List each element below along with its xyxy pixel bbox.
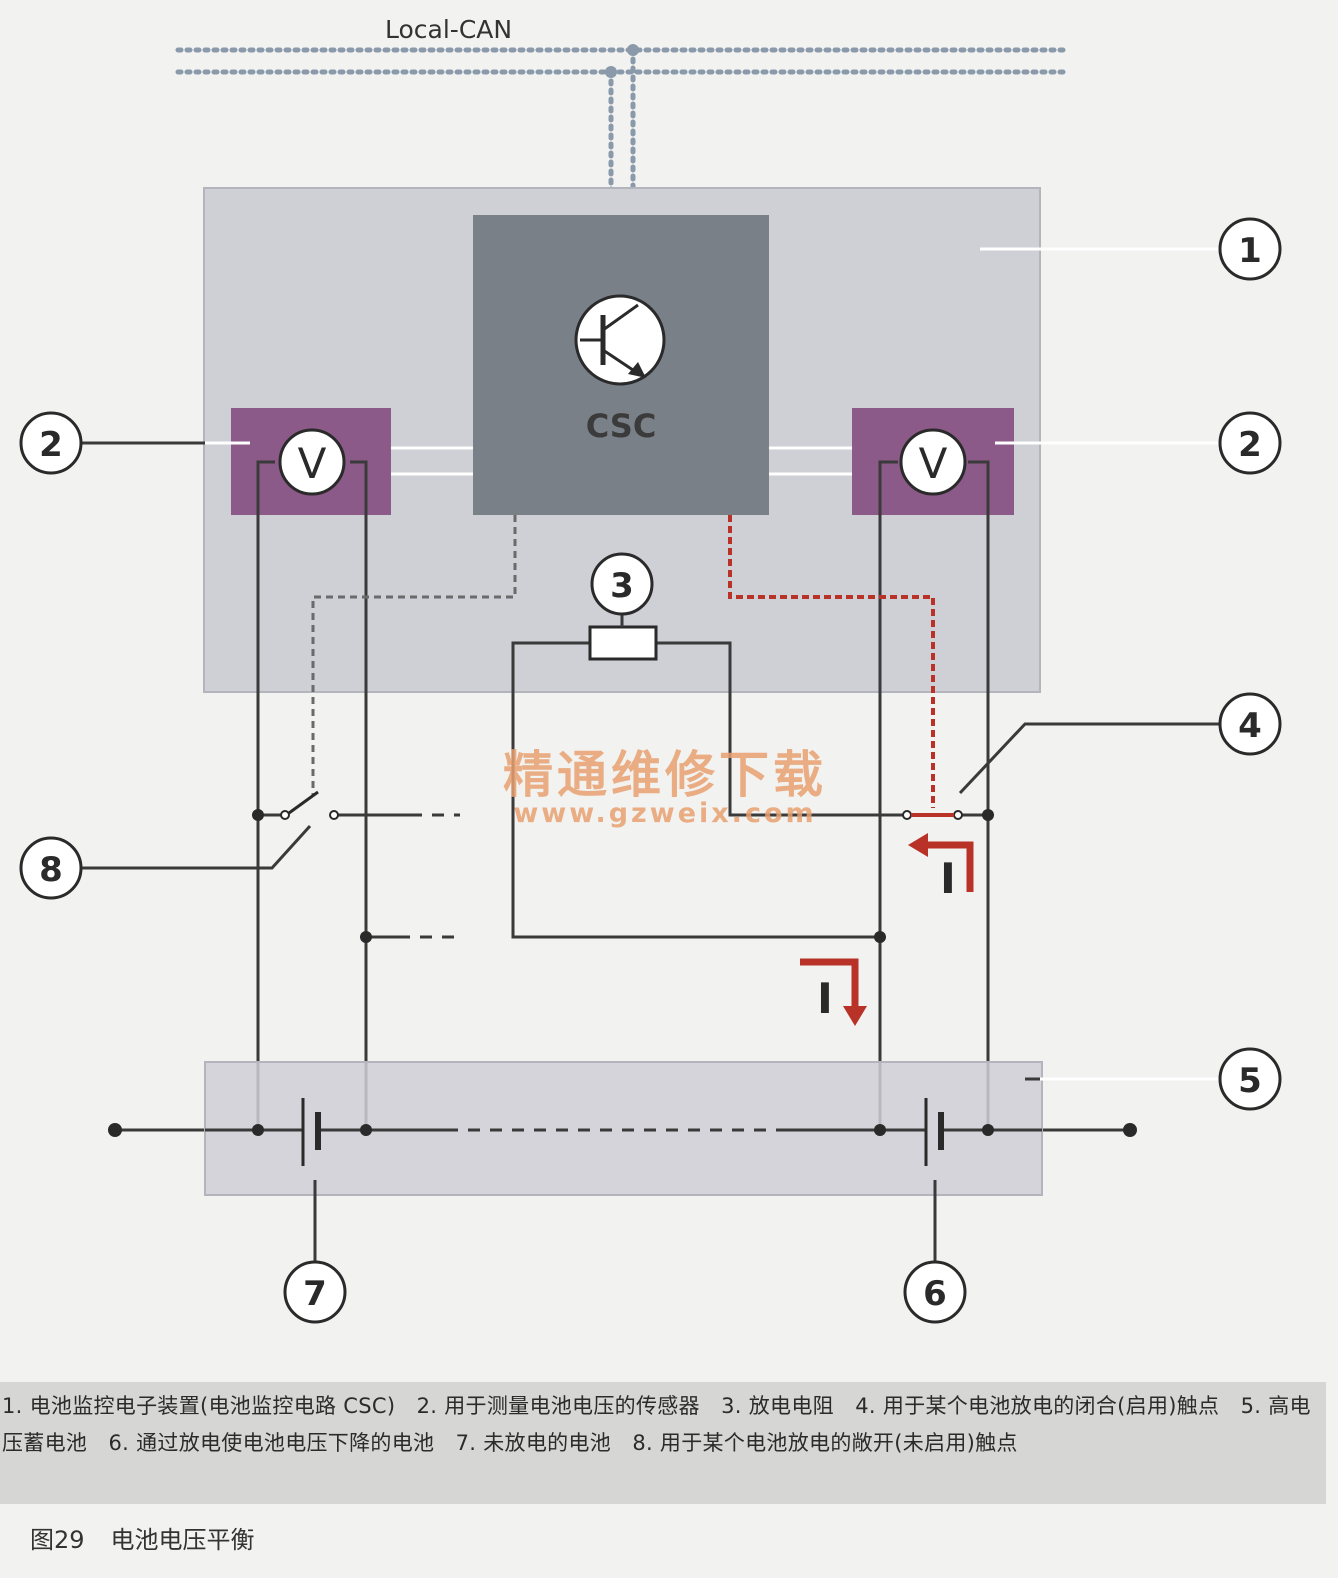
transistor-icon	[574, 294, 666, 386]
caption-background	[0, 1382, 1326, 1504]
current-arrow-icon: I	[908, 833, 974, 903]
figure-number: 图29	[30, 1526, 85, 1554]
dashed-continuations	[398, 813, 786, 1132]
resistor-icon	[588, 625, 658, 661]
callout-3: 3	[590, 552, 654, 616]
figure-title: 图29 电池电压平衡	[30, 1520, 281, 1555]
switch-icon	[280, 790, 339, 820]
callout-2-right-label: 2	[1238, 425, 1262, 465]
callout-7: 7	[283, 1260, 347, 1324]
callout-4-label: 4	[1238, 706, 1262, 746]
switch-control-line-active	[728, 515, 935, 808]
figure-title-text: 电池电压平衡	[110, 1526, 255, 1554]
callout-7-label: 7	[303, 1274, 327, 1314]
local-can-label: Local-CAN	[385, 15, 512, 44]
callout-1-label: 1	[1238, 231, 1262, 271]
callout-leaders	[205, 247, 1220, 1081]
callout-2-right: 2	[1218, 411, 1282, 475]
current-label-lower: I	[817, 974, 833, 1023]
watermark-line2: www.gzweix.com	[513, 798, 816, 829]
voltmeter-icon: V	[899, 428, 967, 496]
watermark-line1: 精通维修下载	[503, 746, 827, 804]
battery-balancing-diagram: Local-CAN CSC	[19, 15, 1282, 1324]
callout-5-label: 5	[1238, 1061, 1262, 1101]
callout-6-label: 6	[923, 1274, 947, 1314]
watermark: 精通维修下载 www.gzweix.com	[503, 746, 827, 829]
callout-8-label: 8	[39, 850, 63, 890]
voltmeter-icon: V	[278, 428, 346, 496]
callout-3-label: 3	[610, 566, 634, 606]
battery-cell-icon	[924, 1098, 944, 1166]
callout-2-left-label: 2	[39, 425, 63, 465]
callout-4: 4	[1218, 692, 1282, 756]
callout-1: 1	[1218, 217, 1282, 281]
csc-label: CSC	[586, 407, 657, 445]
callout-leaders-dark	[80, 441, 1220, 1262]
current-arrow-icon: I	[800, 958, 867, 1026]
callout-5: 5	[1218, 1047, 1282, 1111]
sensor-data-links	[391, 446, 852, 476]
callout-8: 8	[19, 836, 83, 900]
battery-cell-icon	[301, 1098, 321, 1166]
figure-legend: 1. 电池监控电子装置(电池监控电路 CSC) 2. 用于测量电池电压的传感器 …	[2, 1394, 1311, 1455]
switch-control-line-inactive	[311, 515, 517, 795]
callout-6: 6	[903, 1260, 967, 1324]
callout-2-left: 2	[19, 411, 83, 475]
voltmeter-right-label: V	[919, 439, 948, 488]
current-label-upper: I	[940, 854, 956, 903]
switch-icon	[902, 810, 963, 820]
voltmeter-left-label: V	[298, 439, 327, 488]
